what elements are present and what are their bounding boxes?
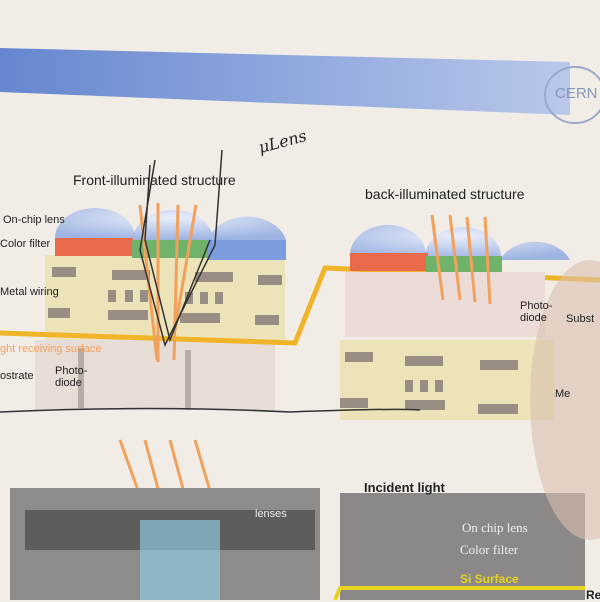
back-structure: [340, 225, 570, 420]
label-substrate: ostrate: [0, 370, 34, 382]
back-label-substrate: Subst: [566, 313, 595, 325]
back-label-metal: Me: [555, 388, 571, 400]
header-band: [0, 48, 570, 115]
cern-logo-text: CERN: [555, 85, 598, 102]
label-photodiode: Photo- diode: [55, 365, 88, 389]
label-color-filter: Color filter: [0, 238, 51, 250]
back-label-photodiode: Photo- diode: [520, 300, 553, 324]
label-light-receiving-surface: ght receiving surface: [0, 343, 102, 355]
label-edge: Re: [586, 588, 600, 602]
label-si-surface: Si Surface: [460, 572, 519, 586]
label-lenses: lenses: [255, 508, 287, 520]
label-metal-wiring: Metal wiring: [0, 286, 59, 298]
label-on-chip-lens-photo: On chip lens: [462, 520, 528, 535]
right-micrograph: [340, 493, 585, 600]
front-title: Front-illuminated structure: [73, 172, 236, 188]
label-color-filter-photo: Color filter: [460, 542, 519, 557]
label-incident-light: Incident light: [364, 480, 445, 495]
hand: [530, 260, 600, 540]
back-title: back-illuminated structure: [365, 186, 525, 202]
cern-logo: [544, 66, 600, 124]
label-on-chip-lens: On-chip lens: [3, 214, 65, 226]
